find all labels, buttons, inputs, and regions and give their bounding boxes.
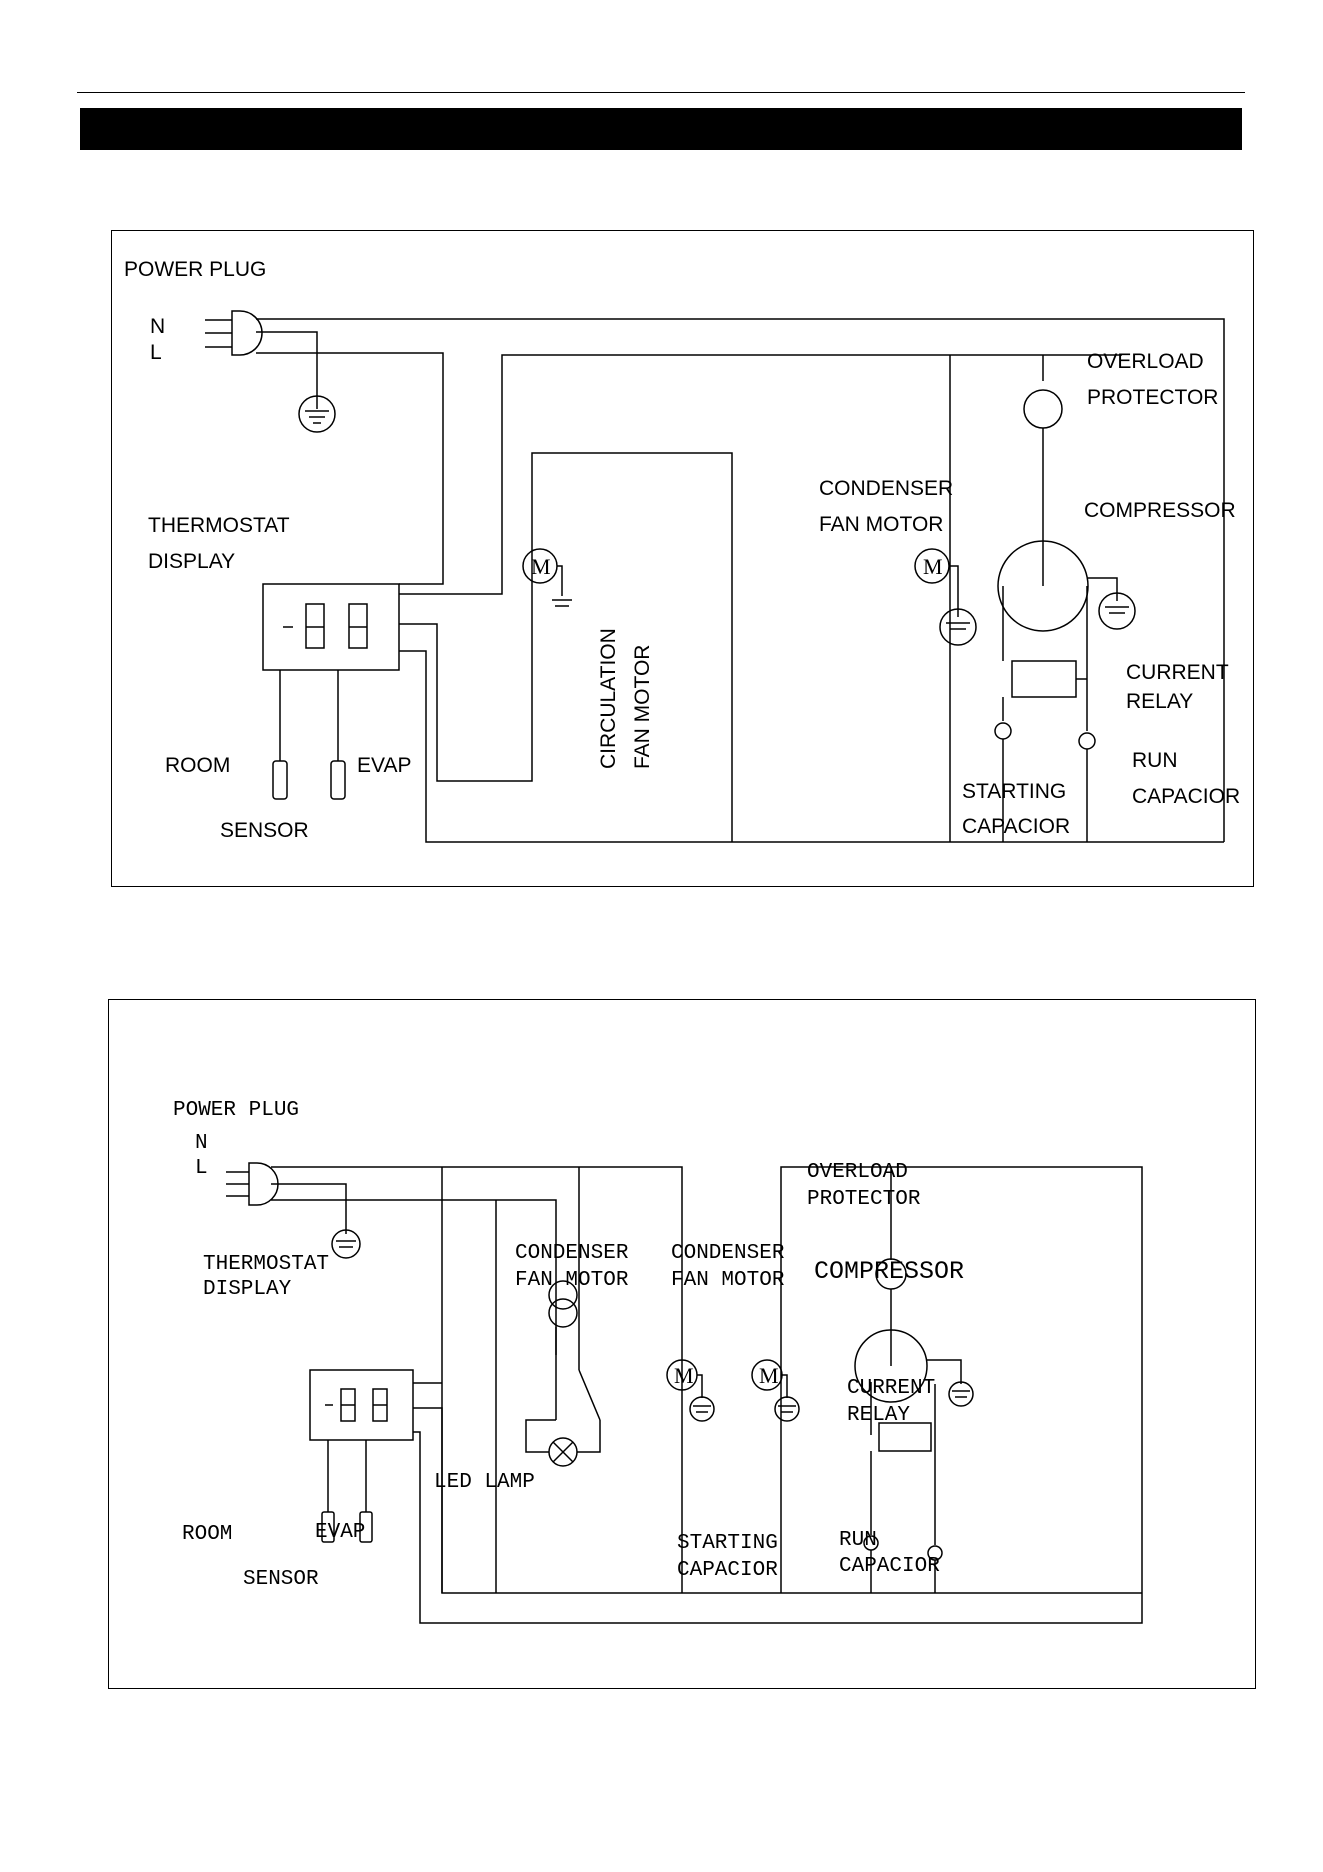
thermostat-label: THERMOSTAT bbox=[203, 1253, 329, 1276]
wiring-diagram-2-svg: POWER PLUG N L THERMOSTAT DISPLAY ROOM E… bbox=[173, 1099, 1143, 1624]
run-capacitor-icon bbox=[1078, 586, 1096, 842]
motor-b-m: M bbox=[759, 1363, 779, 1388]
compressor-icon bbox=[854, 1329, 928, 1403]
protector-label: PROTECTOR bbox=[1087, 386, 1218, 409]
condenser-fan-motor-label: FAN MOTOR bbox=[819, 513, 943, 536]
condenser-label: CONDENSER bbox=[819, 477, 953, 500]
earth-wire bbox=[256, 331, 318, 344]
neutral-wire bbox=[256, 318, 1225, 842]
circulation-motor-m: M bbox=[531, 554, 551, 579]
sensor-label: SENSOR bbox=[243, 1568, 319, 1591]
wiring-diagram-2: POWER PLUG N L THERMOSTAT DISPLAY ROOM E… bbox=[108, 999, 1256, 1689]
evap-sensor bbox=[359, 1440, 373, 1543]
room-label: ROOM bbox=[165, 754, 230, 777]
relay-label: RELAY bbox=[847, 1404, 910, 1427]
display-label: DISPLAY bbox=[203, 1278, 292, 1301]
protector-label: PROTECTOR bbox=[807, 1188, 921, 1211]
room-sensor bbox=[272, 670, 288, 800]
l-label: L bbox=[195, 1157, 208, 1180]
overload-protector-icon bbox=[875, 1167, 907, 1330]
led-lamp-label: LED LAMP bbox=[434, 1471, 535, 1494]
condenser-a-label: CONDENSER bbox=[515, 1242, 629, 1265]
condenser-fan-motor-icon bbox=[914, 355, 977, 842]
starting-capacitor-label: CAPACIOR bbox=[962, 815, 1070, 838]
ground-icon bbox=[298, 344, 336, 433]
overload-label: OVERLOAD bbox=[1087, 350, 1204, 373]
overload-label: OVERLOAD bbox=[807, 1161, 908, 1184]
power-plug-icon bbox=[205, 310, 263, 356]
live-wire bbox=[256, 352, 444, 585]
room-label: ROOM bbox=[182, 1523, 232, 1546]
led-lamp-icon bbox=[525, 1280, 601, 1467]
power-plug-label: POWER PLUG bbox=[173, 1099, 299, 1122]
run-label: RUN bbox=[839, 1529, 877, 1552]
relay-label: RELAY bbox=[1126, 690, 1193, 713]
header-rule bbox=[77, 92, 1245, 93]
l-label: L bbox=[150, 341, 162, 364]
display-out-2 bbox=[399, 452, 733, 842]
neutral-wire bbox=[271, 1166, 683, 1593]
compressor-icon bbox=[997, 540, 1089, 632]
circulation-fan-motor-icon bbox=[522, 548, 572, 607]
condenser-b-label: CONDENSER bbox=[671, 1242, 785, 1265]
fan-motor-a-label: FAN MOTOR bbox=[515, 1269, 629, 1292]
evap-label: EVAP bbox=[315, 1521, 365, 1544]
display-out-3 bbox=[413, 1166, 1143, 1624]
starting-capacitor-label: CAPACIOR bbox=[677, 1559, 778, 1582]
run-label: RUN bbox=[1132, 749, 1178, 772]
display-out-2 bbox=[413, 1407, 1142, 1594]
display-label: DISPLAY bbox=[148, 550, 235, 573]
motor-a-m: M bbox=[674, 1363, 694, 1388]
starting-capacitor-icon bbox=[994, 697, 1012, 842]
display-out-3 bbox=[399, 650, 1224, 843]
room-sensor bbox=[321, 1440, 335, 1543]
current-label: CURRENT bbox=[1126, 661, 1229, 684]
compressor-ground-icon bbox=[927, 1359, 974, 1407]
ground-icon bbox=[271, 1183, 361, 1259]
circulation-fan-motor-label: FAN MOTOR bbox=[631, 645, 654, 769]
compressor-label: COMPRESSOR bbox=[1084, 499, 1236, 522]
n-label: N bbox=[195, 1132, 208, 1155]
sensor-label: SENSOR bbox=[220, 819, 309, 842]
starting-label: STARTING bbox=[962, 780, 1066, 803]
section-title-bar bbox=[80, 108, 1242, 150]
n-label: N bbox=[150, 315, 165, 338]
power-plug-label: POWER PLUG bbox=[124, 258, 266, 281]
wiring-diagram-1: POWER PLUG N L THERMOSTAT DISPLAY ROOM E… bbox=[111, 230, 1254, 887]
evap-label: EVAP bbox=[357, 754, 411, 777]
run-capacitor-label: CAPACIOR bbox=[839, 1555, 940, 1578]
circulation-label: CIRCULATION bbox=[597, 628, 620, 769]
wiring-diagram-1-svg: POWER PLUG N L THERMOSTAT DISPLAY ROOM E… bbox=[124, 258, 1240, 843]
live-wire bbox=[271, 1199, 557, 1355]
evap-sensor bbox=[330, 670, 346, 800]
power-plug-icon bbox=[226, 1162, 279, 1206]
overload-protector-icon bbox=[1023, 355, 1063, 541]
thermostat-label: THERMOSTAT bbox=[148, 514, 290, 537]
condenser-fan-motor-a-icon bbox=[666, 1359, 715, 1422]
starting-capacitor-icon bbox=[863, 1451, 879, 1593]
current-relay-icon bbox=[870, 1382, 932, 1452]
run-capacitor-icon bbox=[927, 1384, 943, 1593]
compressor-ground-icon bbox=[1088, 577, 1136, 630]
compressor-label: COMPRESSOR bbox=[814, 1257, 964, 1286]
fan-motor-b-label: FAN MOTOR bbox=[671, 1269, 785, 1292]
run-capacitor-label: CAPACIOR bbox=[1132, 785, 1240, 808]
starting-label: STARTING bbox=[677, 1532, 778, 1555]
current-label: CURRENT bbox=[847, 1377, 935, 1400]
current-relay-icon bbox=[1002, 586, 1087, 698]
condenser-motor-m: M bbox=[923, 554, 943, 579]
thermostat-display bbox=[262, 583, 400, 671]
thermostat-display bbox=[309, 1369, 414, 1441]
condenser-fan-motor-b-icon bbox=[751, 1359, 800, 1422]
display-out-1 bbox=[399, 354, 1122, 595]
